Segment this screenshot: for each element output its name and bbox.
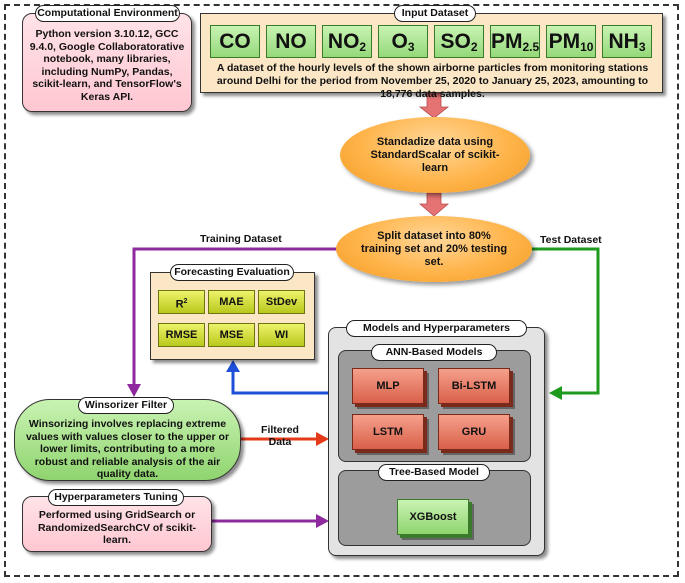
pollutant-no: NO	[266, 25, 316, 58]
tree-models-box: XGBoost	[338, 470, 531, 546]
models-title: Models and Hyperparameters	[346, 320, 527, 337]
pollutant-pm10: PM10	[546, 25, 596, 58]
standardize-text: Standadize data using StandardScalar of …	[370, 135, 500, 174]
model-mlp: MLP	[352, 368, 424, 404]
tree-models-title: Tree-Based Model	[378, 464, 490, 481]
winsorizer-filter-box: Winsorizing involves replacing extreme v…	[14, 399, 241, 481]
model-lstm: LSTM	[352, 414, 424, 450]
model-bi-lstm: Bi-LSTM	[438, 368, 510, 404]
split-text: Split dataset into 80% training set and …	[360, 229, 508, 268]
model-gru: GRU	[438, 414, 510, 450]
pollutant-no2: NO2	[322, 25, 372, 58]
pollutant-pm25: PM2.5	[490, 25, 540, 58]
ann-models-title: ANN-Based Models	[371, 344, 497, 361]
input-dataset-title: Input Dataset	[394, 5, 476, 22]
arrow-input-to-standardize	[418, 92, 450, 119]
input-dataset-box: CO NO NO2 O3 SO2 PM2.5 PM10 NH3 A datase…	[200, 13, 663, 100]
test-dataset-label: Test Dataset	[540, 234, 602, 246]
split-step: Split dataset into 80% training set and …	[336, 216, 532, 282]
winsorizer-text: Winsorizing involves replacing extreme v…	[25, 418, 230, 480]
outer-frame	[4, 4, 679, 577]
training-dataset-label: Training Dataset	[200, 233, 282, 245]
arrow-test-dataset	[520, 247, 600, 395]
model-xgboost: XGBoost	[397, 499, 469, 535]
arrow-standardize-to-split	[418, 192, 450, 217]
pollutant-co: CO	[210, 25, 260, 58]
standardize-step: Standadize data using StandardScalar of …	[340, 117, 530, 193]
arrow-models-to-evaluation	[231, 370, 328, 395]
metric-rmse: RMSE	[158, 323, 205, 347]
pollutant-so2: SO2	[434, 25, 484, 58]
winsorizer-title: Winsorizer Filter	[78, 397, 174, 414]
forecasting-evaluation-box: R2 MAE StDev RMSE MSE WI	[150, 272, 315, 360]
ann-models-box: MLP Bi-LSTM LSTM GRU	[338, 350, 531, 462]
metric-r2: R2	[158, 290, 205, 314]
environment-title: Computational Environment	[35, 5, 180, 22]
arrow-training-dataset	[132, 247, 348, 386]
pollutant-nh3: NH3	[602, 25, 652, 58]
forecasting-evaluation-title: Forecasting Evaluation	[170, 264, 294, 281]
filtered-data-label: Filtered Data	[261, 424, 299, 448]
environment-text: Python version 3.10.12, GCC 9.4.0, Googl…	[29, 28, 185, 103]
input-description: A dataset of the hourly levels of the sh…	[216, 62, 649, 100]
computational-environment-box: Python version 3.10.12, GCC 9.4.0, Googl…	[22, 13, 192, 112]
tuning-title: Hyperparameters Tuning	[48, 489, 184, 506]
metric-wi: WI	[258, 323, 305, 347]
metric-mae: MAE	[208, 290, 255, 314]
tuning-text: Performed using GridSearch or Randomized…	[37, 509, 197, 546]
metric-mse: MSE	[208, 323, 255, 347]
metric-stdev: StDev	[258, 290, 305, 314]
pollutant-o3: O3	[378, 25, 428, 58]
